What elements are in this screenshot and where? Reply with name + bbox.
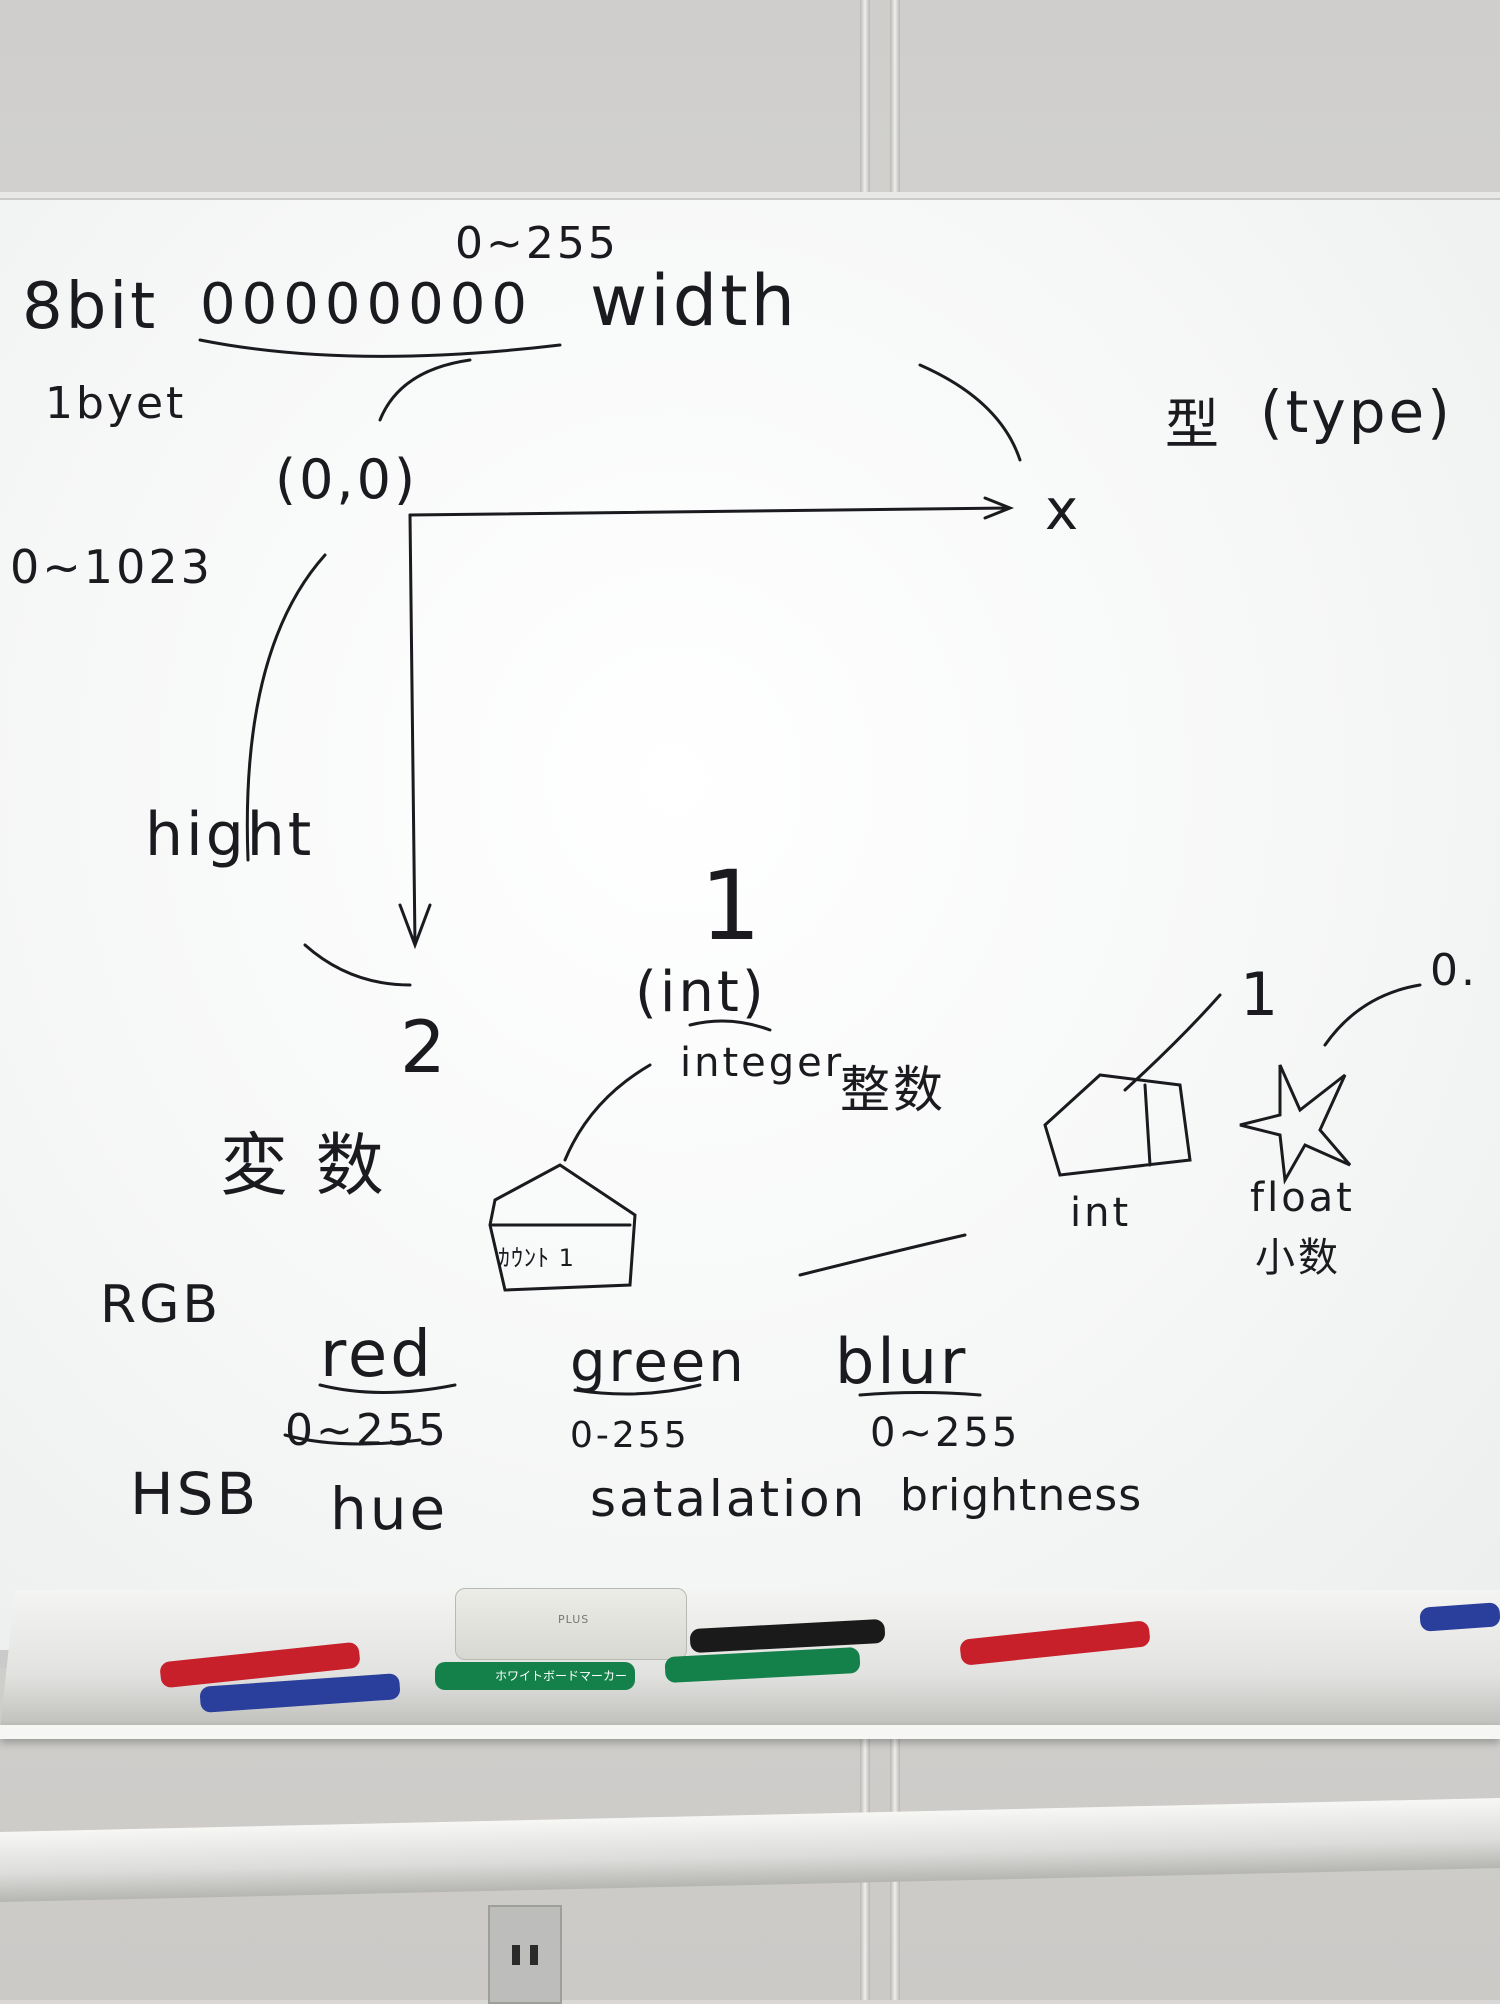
bits-to-origin-curve: [378, 358, 472, 422]
marker-label: ホワイトボードマーカー: [495, 1669, 628, 1683]
green-text: green: [570, 1330, 747, 1395]
green-marker[interactable]: ホワイトボードマーカー: [435, 1662, 635, 1690]
bits-text: 00000000: [200, 272, 534, 337]
origin-text: (0,0): [275, 448, 419, 511]
hensu-text: 変 数: [220, 1127, 387, 1206]
rgb-text: RGB: [100, 1275, 222, 1335]
red-underline: [318, 1383, 457, 1394]
x-axis-text: x: [1045, 478, 1082, 543]
whiteboard-surface: [0, 200, 1500, 1650]
saturation-text: satalation: [590, 1470, 868, 1528]
blue-range-text: 0~255: [870, 1410, 1021, 1456]
red-text: red: [320, 1318, 434, 1392]
shosu-text: 小数: [1255, 1235, 1341, 1281]
int-paren-text: (int): [635, 960, 767, 1025]
int-box-text: int: [1070, 1190, 1132, 1236]
type-text: (type): [1260, 378, 1453, 446]
eight-bit-text: 8bit: [22, 270, 159, 344]
red-range-text: 0~255: [285, 1405, 449, 1456]
one-right-text: 1: [1240, 960, 1282, 1030]
height-lower-curve: [303, 943, 412, 987]
integer-arrow: [563, 1063, 652, 1162]
x-axis-arrow: [408, 496, 1015, 520]
height-text: hight: [145, 800, 315, 870]
one-byte-text: 1byet: [45, 378, 187, 429]
left-range-text: 0~1023: [10, 540, 213, 594]
bits-underline: [198, 338, 562, 358]
float-text: float: [1250, 1175, 1355, 1221]
hsb-text: HSB: [130, 1460, 260, 1528]
y-axis-arrow: [398, 513, 432, 950]
width-curve: [918, 363, 1022, 462]
variable-box: [488, 1163, 637, 1292]
integer-text: integer: [680, 1040, 845, 1086]
box-to-right-arrow: [798, 1233, 967, 1277]
hue-text: hue: [330, 1475, 449, 1543]
whiteboard-eraser[interactable]: PLUS: [455, 1588, 687, 1660]
brightness-text: brightness: [900, 1470, 1143, 1521]
float-star: [1239, 1064, 1352, 1185]
marker-tray-lip: [0, 1725, 1500, 1739]
one-text: 1: [700, 850, 765, 962]
float-to-zero-arrow: [1323, 983, 1422, 1047]
int-box-right: [1043, 1073, 1192, 1177]
zero-right-text: 0.: [1430, 945, 1478, 996]
eraser-brand-label: PLUS: [558, 1613, 590, 1626]
height-curve: [245, 553, 327, 862]
box-label-text: ｶｳﾝﾄ 1: [498, 1244, 575, 1272]
int-to-one-arrow: [1123, 993, 1222, 1092]
green-underline: [573, 1383, 702, 1396]
width-text: width: [590, 260, 798, 342]
blue-text: blur: [835, 1325, 969, 1398]
seisu-text: 整数: [840, 1061, 946, 1119]
y-axis-text: 2: [400, 1005, 449, 1089]
top-range-text: 0~255: [455, 218, 619, 269]
int-underline: [688, 1019, 772, 1032]
green-range-text: 0-255: [570, 1415, 690, 1456]
kata-text: 型: [1165, 393, 1222, 456]
blue-underline: [858, 1391, 982, 1397]
wall-outlet: [488, 1905, 562, 2004]
red-range-underline: [283, 1433, 422, 1446]
